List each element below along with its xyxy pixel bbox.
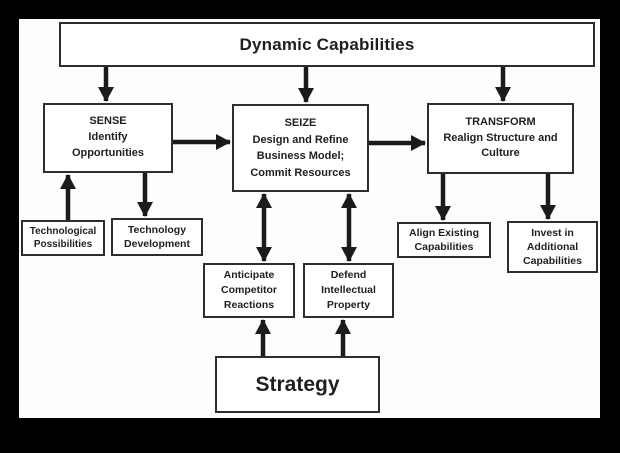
defend-intellectual-property-box: Defend Intellectual Property [303,263,394,318]
seize-box: SEIZE Design and Refine Business Model; … [232,104,369,192]
technology-development-box: Technology Development [111,218,203,256]
align-existing-capabilities-box: Align Existing Capabilities [397,222,491,258]
dynamic-capabilities-label: Dynamic Capabilities [239,34,415,54]
invest-additional-capabilities-label: Invest in Additional Capabilities [523,226,582,268]
strategy-label: Strategy [255,372,340,396]
defend-intellectual-property-label: Defend Intellectual Property [321,269,376,311]
sense-box: SENSE Identify Opportunities [43,103,173,173]
align-existing-capabilities-label: Align Existing Capabilities [408,226,479,253]
transform-box: TRANSFORM Realign Structure and Culture [427,103,574,174]
invest-additional-capabilities-box: Invest in Additional Capabilities [507,221,598,273]
anticipate-competitor-reactions-label: Anticipate Competitor Reactions [221,269,277,311]
strategy-box: Strategy [215,356,380,413]
dynamic-capabilities-box: Dynamic Capabilities [59,22,595,67]
seize-label: SEIZE Design and Refine Business Model; … [250,117,351,179]
transform-label: TRANSFORM Realign Structure and Culture [443,115,558,160]
technological-possibilities-box: Technological Possibilities [21,220,105,256]
anticipate-competitor-reactions-box: Anticipate Competitor Reactions [203,263,295,318]
sense-label: SENSE Identify Opportunities [71,115,145,159]
technological-possibilities-label: Technological Possibilities [29,225,97,251]
technology-development-label: Technology Development [124,223,190,250]
